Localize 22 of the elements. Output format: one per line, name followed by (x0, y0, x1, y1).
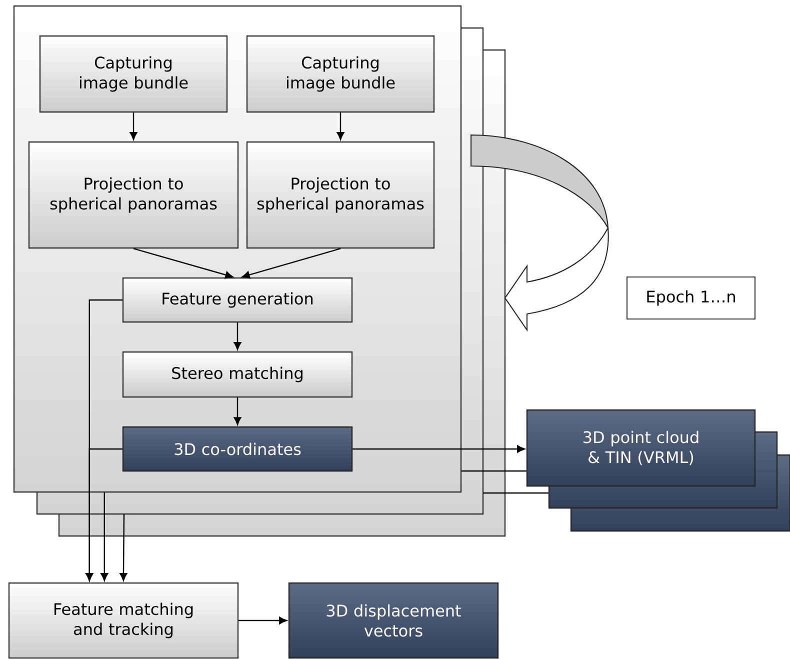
process-box: Projection to spherical panoramas (28, 141, 239, 249)
arrow (242, 248, 341, 279)
process-box: Capturing image bundle (246, 35, 435, 113)
process-box: Capturing image bundle (39, 35, 228, 113)
output-box: 3D displacement vectors (288, 582, 499, 659)
arrow (352, 445, 525, 453)
arrow (133, 248, 234, 279)
process-box: Feature generation (122, 277, 353, 323)
arrow (100, 492, 108, 581)
arrow (336, 112, 344, 140)
arrow (86, 448, 122, 581)
process-box: Feature matching and tracking (8, 582, 239, 659)
arrow (120, 514, 128, 581)
label-box: Epoch 1…n (626, 276, 756, 320)
process-box: Stereo matching (122, 351, 353, 398)
process-box: Projection to spherical panoramas (246, 141, 435, 249)
arrow (238, 616, 287, 624)
arrow (234, 322, 242, 350)
arrow (234, 398, 242, 425)
arrow (130, 112, 138, 140)
output-box: 3D co-ordinates (122, 426, 353, 472)
output-box: 3D point cloud & TIN (VRML) (526, 409, 756, 487)
